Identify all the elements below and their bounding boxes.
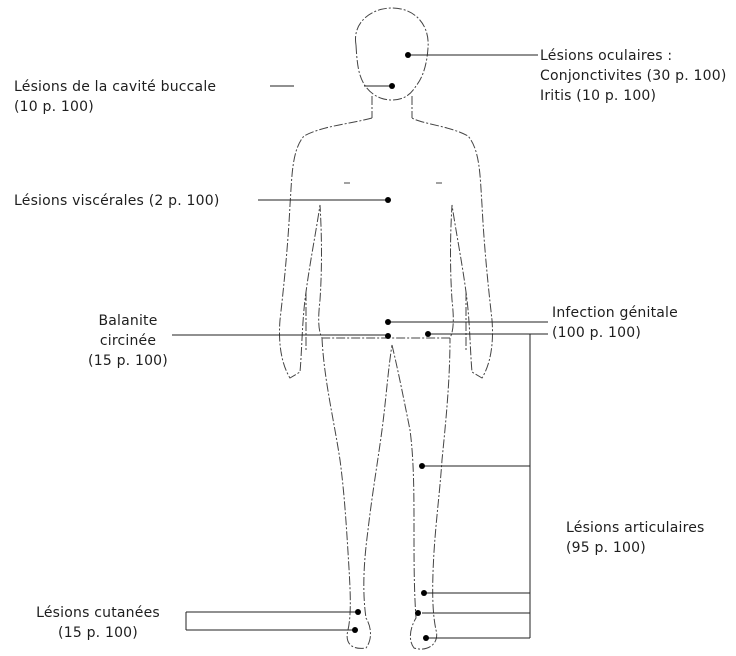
ocular-iritis: Iritis (10 p. 100) — [540, 86, 727, 106]
buccal-title: Lésions de la cavité buccale — [14, 77, 216, 97]
dot-knee — [419, 463, 425, 469]
dot-genital — [425, 331, 431, 337]
genital-percent: (100 p. 100) — [552, 323, 678, 343]
dot-balanite-upper — [385, 319, 391, 325]
dot-foot-left — [352, 627, 358, 633]
dot-ankle-right — [421, 590, 427, 596]
articular-title: Lésions articulaires — [566, 518, 705, 538]
right-leg-outline — [392, 338, 450, 649]
ocular-title: Lésions oculaires : — [540, 46, 727, 66]
cutaneous-title: Lésions cutanées — [14, 603, 182, 623]
balanite-subtitle: circinée — [84, 331, 172, 351]
genital-title: Infection génitale — [552, 303, 678, 323]
left-leg-outline — [322, 338, 392, 648]
buccal-percent: (10 p. 100) — [14, 97, 216, 117]
cutaneous-percent: (15 p. 100) — [14, 623, 182, 643]
balanite-percent: (15 p. 100) — [84, 351, 172, 371]
dot-foot-right-1 — [415, 610, 421, 616]
dot-foot-right-2 — [423, 635, 429, 641]
dot-ankle-left — [355, 609, 361, 615]
articular-label-group: Lésions articulaires (95 p. 100) — [566, 518, 705, 558]
dot-eye — [405, 52, 411, 58]
ocular-label-group: Lésions oculaires : Conjonctivites (30 p… — [540, 46, 727, 106]
torso-outline — [279, 118, 492, 378]
leader-lines — [172, 55, 548, 638]
neck-outline — [372, 96, 412, 118]
genital-label-group: Infection génitale (100 p. 100) — [552, 303, 678, 343]
visceral-label: Lésions viscérales (2 p. 100) — [14, 191, 220, 211]
cutaneous-label-group: Lésions cutanées (15 p. 100) — [14, 603, 182, 643]
balanite-title: Balanite — [84, 311, 172, 331]
dot-balanite-lower — [385, 333, 391, 339]
articular-percent: (95 p. 100) — [566, 538, 705, 558]
human-silhouette — [279, 8, 492, 649]
dot-mouth — [389, 83, 395, 89]
ocular-conjunctivitis: Conjonctivites (30 p. 100) — [540, 66, 727, 86]
balanite-label-group: Balanite circinée (15 p. 100) — [84, 311, 172, 371]
buccal-label-group: Lésions de la cavité buccale (10 p. 100) — [14, 77, 216, 117]
dot-viscera — [385, 197, 391, 203]
